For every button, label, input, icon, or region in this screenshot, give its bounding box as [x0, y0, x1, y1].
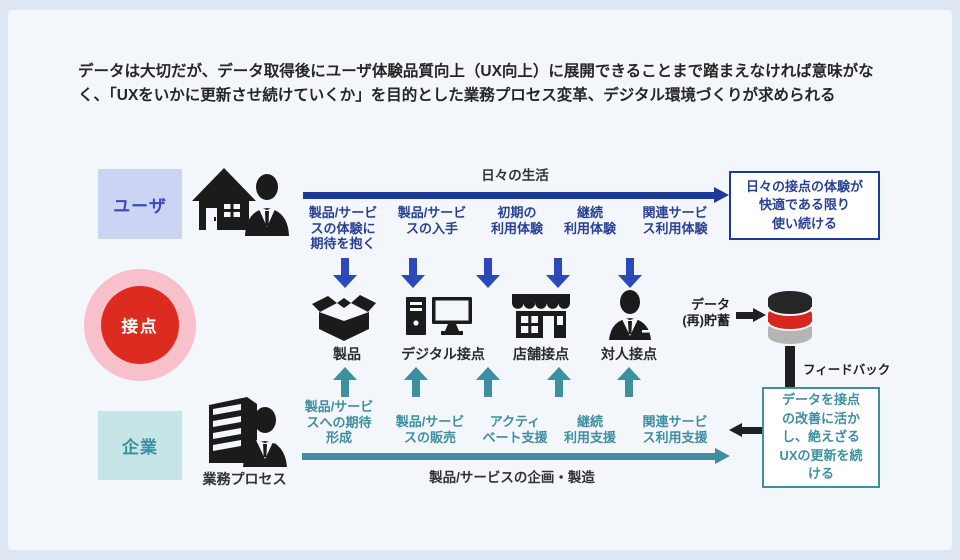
database-icon — [766, 288, 814, 355]
down-arrow-4 — [545, 258, 571, 293]
up-arrow-5 — [616, 367, 642, 402]
up-arrow-1 — [332, 367, 358, 402]
process-stage-4: 継続 利用支援 — [563, 414, 616, 445]
journey-stage-2: 製品/サービ スの入手 — [397, 205, 467, 236]
process-stage-3: アクティ ベート支援 — [482, 414, 548, 445]
process-stage-2: 製品/サービ スの販売 — [395, 414, 465, 445]
journey-stage-3: 初期の 利用体験 — [490, 205, 543, 236]
journey-stage-4: 継続 利用体験 — [563, 205, 616, 236]
building-person-icon — [197, 397, 289, 472]
process-stage-5: 関連サービ ス利用支援 — [642, 414, 708, 445]
product-box-icon — [312, 291, 376, 346]
digital-computer-icon — [406, 295, 472, 342]
up-arrow-2 — [403, 367, 429, 402]
touchpoint-caption-store: 店舗接点 — [513, 346, 569, 362]
data-store-arrow-shaft — [736, 312, 753, 319]
up-arrow-3 — [475, 367, 501, 402]
feedback-connector-line — [785, 346, 795, 388]
data-store-label: データ (再)貯蓄 — [682, 297, 730, 329]
journey-stage-1: 製品/サービ スの体験に 期待を抱く — [308, 205, 378, 252]
intro-text: データは大切だが、データ取得後にユーザ体験品質向上（UX向上）に展開できることま… — [78, 63, 874, 104]
feedback-label: フィードバック — [803, 363, 891, 377]
company-row-label: 企業 — [98, 411, 182, 480]
touchpoint-caption-digital: デジタル接点 — [401, 346, 485, 362]
process-stage-1: 製品/サービ スへの期待 形成 — [304, 399, 374, 446]
planning-axis-label: 製品/サービスの企画・製造 — [429, 470, 595, 485]
planning-arrow-head — [715, 448, 730, 464]
down-arrow-5 — [617, 258, 643, 293]
daily-life-arrow-shaft — [303, 192, 714, 199]
daily-life-axis-label: 日々の生活 — [481, 168, 549, 183]
down-arrow-2 — [400, 258, 426, 293]
up-arrow-4 — [546, 367, 572, 402]
daily-life-arrow-head — [714, 187, 729, 203]
touchpoint-circle: 接点 — [101, 286, 179, 364]
data-store-arrow-head — [753, 308, 766, 322]
improvement-arrow-head — [729, 423, 742, 437]
business-process-caption: 業務プロセス — [202, 471, 287, 487]
user-outcome-box: 日々の接点の体験が 快適である限り 使い続ける — [729, 171, 880, 240]
touchpoint-caption-person: 対人接点 — [601, 346, 657, 362]
down-arrow-3 — [475, 258, 501, 293]
user-row-label: ユーザ — [98, 169, 182, 239]
house-user-icon — [191, 166, 291, 241]
company-outcome-box: データを接点 の改善に活か し、絶えざる UXの更新を続 ける — [762, 387, 880, 488]
improvement-arrow-shaft — [742, 427, 762, 434]
person-bust-icon — [607, 290, 653, 345]
journey-stage-5: 関連サービ ス利用体験 — [642, 205, 708, 236]
planning-arrow-shaft — [302, 453, 715, 460]
store-icon — [512, 292, 570, 343]
down-arrow-1 — [332, 258, 358, 293]
touchpoint-caption-product: 製品 — [333, 346, 361, 362]
